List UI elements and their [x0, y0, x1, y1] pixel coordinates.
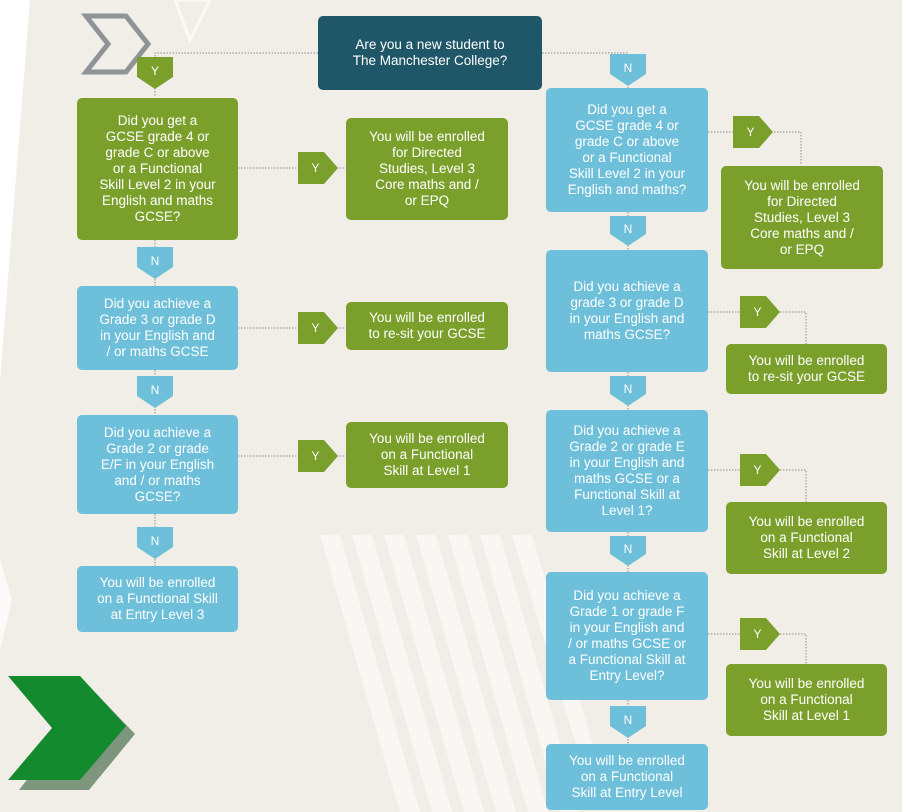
diagonal-stripes-decoration [320, 535, 600, 812]
right-outcome-2: You will be enrolled to re-sit your GCSE [726, 344, 887, 394]
right-question-4: Did you achieve a Grade 1 or grade F in … [546, 572, 708, 700]
yes-badge-start-left: Y [137, 57, 173, 89]
white-page-edge-lower [0, 560, 12, 650]
yes-badge-left-3: Y [298, 440, 338, 472]
white-page-edge [0, 0, 30, 380]
chevron-solid-icon [8, 676, 126, 780]
right-end-outcome: You will be enrolled on a Functional Ski… [546, 744, 708, 810]
no-badge-right-1: N [610, 216, 646, 246]
chevron-outline-icon [80, 13, 152, 75]
left-question-3: Did you achieve a Grade 2 or grade E/F i… [77, 415, 238, 514]
right-question-2: Did you achieve a grade 3 or grade D in … [546, 250, 708, 372]
left-outcome-1: You will be enrolled for Directed Studie… [346, 118, 508, 220]
right-outcome-1: You will be enrolled for Directed Studie… [721, 166, 883, 269]
yes-badge-right-4: Y [740, 618, 780, 650]
right-outcome-4: You will be enrolled on a Functional Ski… [726, 664, 887, 736]
no-badge-start-right: N [610, 54, 646, 86]
no-badge-right-4: N [610, 706, 646, 738]
no-badge-left-1: N [137, 247, 173, 279]
left-outcome-2: You will be enrolled to re-sit your GCSE [346, 302, 508, 350]
yes-badge-right-3: Y [740, 454, 780, 486]
no-badge-left-3: N [137, 527, 173, 559]
left-question-1: Did you get a GCSE grade 4 or grade C or… [77, 98, 238, 240]
top-outline-shape-decoration [173, 0, 212, 44]
right-question-1: Did you get a GCSE grade 4 or grade C or… [546, 88, 708, 212]
no-badge-right-2: N [610, 376, 646, 406]
start-question-box: Are you a new student to The Manchester … [318, 16, 542, 90]
yes-badge-right-2: Y [740, 296, 780, 328]
left-question-2: Did you achieve a Grade 3 or grade D in … [77, 286, 238, 370]
right-outcome-3: You will be enrolled on a Functional Ski… [726, 502, 887, 574]
right-question-3: Did you achieve a Grade 2 or grade E in … [546, 410, 708, 532]
no-badge-left-2: N [137, 376, 173, 408]
left-outcome-3: You will be enrolled on a Functional Ski… [346, 422, 508, 488]
yes-badge-right-1: Y [733, 116, 773, 148]
left-end-outcome: You will be enrolled on a Functional Ski… [77, 566, 238, 632]
no-badge-right-3: N [610, 536, 646, 566]
yes-badge-left-1: Y [298, 152, 338, 184]
yes-badge-left-2: Y [298, 312, 338, 344]
